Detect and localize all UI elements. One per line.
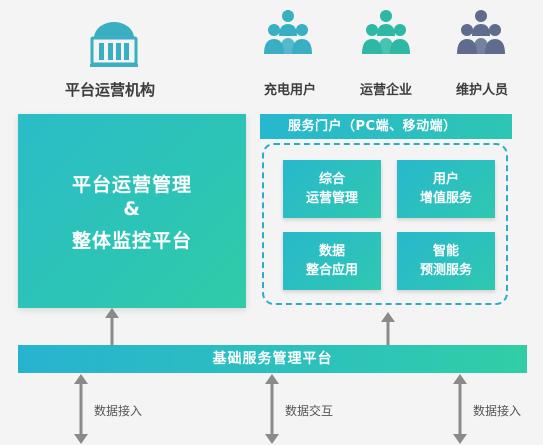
main-platform-block: 平台运营管理 & 整体监控平台 [18, 114, 246, 308]
main-platform-line2: & [123, 198, 141, 220]
service-tile-operations: 综合 运营管理 [283, 160, 381, 218]
up-arrow-icon [381, 312, 395, 346]
double-arrow-icon [265, 374, 279, 444]
service-tile-line2: 增值服务 [419, 191, 472, 206]
service-tile-line1: 综合 [318, 172, 345, 187]
service-tile-prediction: 智能 预测服务 [397, 232, 495, 290]
user-group-label-operators: 运营企业 [360, 83, 413, 98]
service-tile-line2: 预测服务 [419, 263, 472, 278]
service-tile-data-integration: 数据 整合应用 [283, 232, 381, 290]
base-platform-label: 基础服务管理平台 [212, 351, 333, 367]
bank-building-icon [90, 22, 138, 67]
up-arrow-icon [105, 308, 119, 346]
data-link-label: 数据接入 [94, 404, 143, 418]
main-platform-line1: 平台运营管理 [71, 174, 192, 196]
service-tile-line1: 用户 [432, 172, 459, 187]
service-tile-line1: 智能 [432, 244, 459, 259]
user-group-label-maintenance: 维护人员 [456, 83, 509, 98]
service-tile-value-added: 用户 增值服务 [397, 160, 495, 218]
service-portal-label: 服务门户（PC端、移动端） [288, 119, 457, 134]
base-platform-bar: 基础服务管理平台 [18, 345, 527, 373]
service-portal-bar: 服务门户（PC端、移动端） [260, 114, 512, 139]
service-tile-line2: 整合应用 [305, 263, 358, 278]
user-group-icon [362, 10, 410, 54]
platform-org-label: 平台运营机构 [65, 81, 156, 99]
user-group-label-charging: 充电用户 [264, 83, 317, 98]
user-group-icon [264, 10, 312, 54]
services-container [262, 143, 508, 305]
data-link-label: 数据接入 [473, 404, 522, 418]
double-arrow-icon [453, 374, 467, 444]
data-link-label: 数据交互 [285, 404, 334, 418]
double-arrow-icon [74, 374, 88, 444]
service-tile-line1: 数据 [318, 244, 345, 259]
main-platform-line3: 整体监控平台 [71, 230, 192, 252]
service-tile-line2: 运营管理 [305, 191, 358, 206]
user-group-icon [457, 10, 505, 54]
